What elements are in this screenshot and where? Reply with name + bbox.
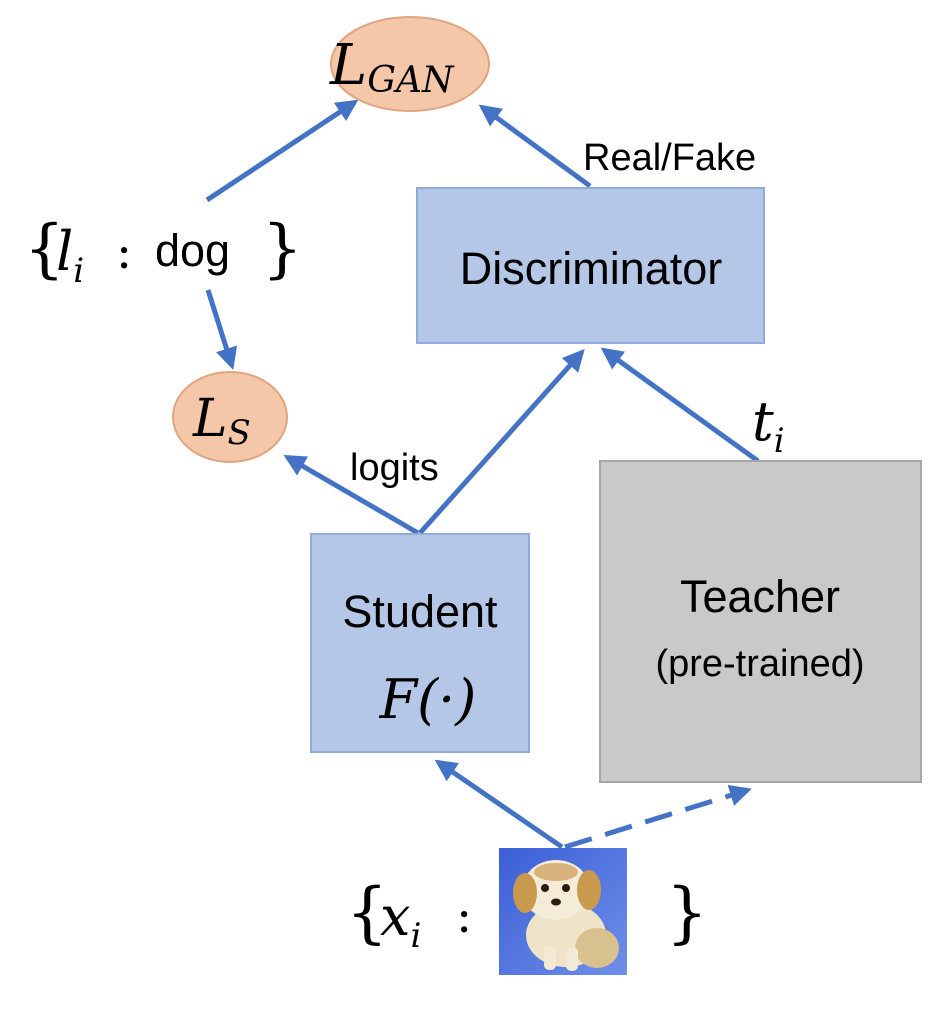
puppy-image [499, 848, 627, 975]
loss-s-ellipse [172, 371, 288, 463]
loss-gan-ellipse [330, 16, 490, 112]
arrow-labels-to-loss-gan [205, 99, 359, 203]
discriminator-node: Discriminator [416, 187, 765, 344]
discriminator-box [416, 187, 765, 344]
label-set-close-brace: } [262, 212, 303, 286]
arrow-student-to-discriminator [418, 349, 585, 535]
arrow-teacher-to-discriminator [600, 347, 760, 464]
loss-gan-node: LGAN [329, 16, 490, 112]
input-set-open-brace: { [346, 874, 388, 951]
discriminator-label: Discriminator [460, 243, 723, 294]
teacher-sublabel: (pre-trained) [655, 643, 864, 685]
logits-label: logits [350, 447, 439, 489]
arrows [205, 99, 760, 850]
teacher-label: Teacher [680, 571, 840, 622]
teacher-output-label: ti [752, 390, 785, 461]
student-label: Student [342, 586, 498, 637]
arrow-input-to-teacher [564, 784, 752, 850]
student-box [310, 533, 530, 753]
teacher-box [599, 460, 922, 783]
label-set-variable: li [56, 220, 84, 291]
student-node: Student F(·) [310, 533, 530, 753]
input-set-variable: xi [380, 885, 421, 956]
input-set-colon: : [456, 888, 472, 944]
arrow-input-to-student [434, 759, 564, 850]
loss-s-node: LS [172, 371, 288, 463]
arrow-student-to-loss-s [283, 454, 420, 536]
label-set-colon: : [116, 224, 132, 280]
input-set-close-brace: } [666, 874, 708, 951]
loss-gan-label: LGAN [329, 33, 455, 101]
loss-s-label: LS [192, 389, 251, 453]
label-set-value: dog [155, 225, 230, 276]
teacher-node: Teacher (pre-trained) [599, 460, 922, 783]
label-set-open-brace: { [24, 212, 65, 286]
input-set: { xi : } [346, 848, 708, 975]
label-set: { li : dog } [24, 212, 303, 291]
arrow-discriminator-to-loss-gan [478, 104, 592, 189]
student-formula: F(·) [379, 668, 477, 731]
arrow-labels-to-loss-s [205, 289, 238, 370]
real-fake-label: Real/Fake [583, 137, 756, 179]
